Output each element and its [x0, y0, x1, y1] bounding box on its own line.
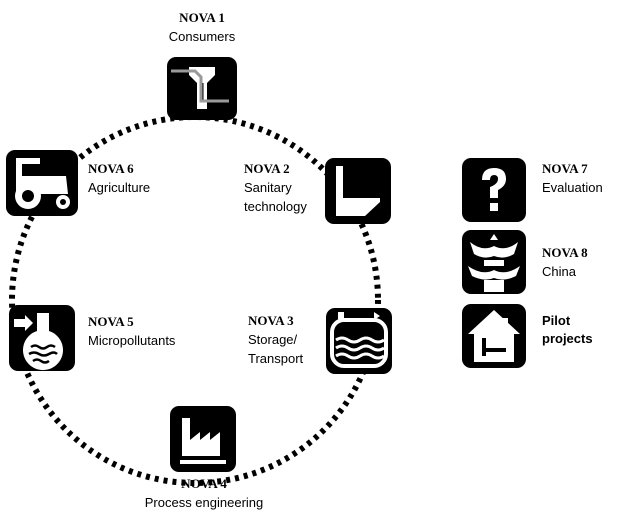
pagoda-icon: [462, 230, 526, 294]
storage-tank-icon: [326, 308, 392, 374]
nova1-title: NOVA 1: [179, 10, 225, 25]
nova7-title: NOVA 7: [542, 161, 588, 176]
question-mark-icon: [462, 158, 526, 222]
nova2-label-line2: technology: [244, 199, 307, 214]
nova4-label: Process engineering: [144, 495, 264, 510]
nova3-label-line2: Transport: [248, 351, 304, 366]
tractor-icon: [6, 150, 78, 216]
nova3-label-line1: Storage/: [248, 332, 298, 347]
nova6-label: Agriculture: [88, 180, 151, 195]
pilot-label-line1: Pilot: [542, 313, 571, 328]
nova5-title: NOVA 5: [88, 314, 134, 329]
nova6-title: NOVA 6: [88, 161, 134, 176]
nova1-label: Consumers: [168, 29, 236, 44]
nova8-title: NOVA 8: [542, 245, 588, 260]
pilot-label-line2: projects: [542, 331, 593, 346]
nova2-title: NOVA 2: [244, 161, 290, 176]
nova4-title: NOVA 4: [181, 476, 227, 491]
factory-icon: [170, 406, 236, 472]
flask-icon: [9, 305, 75, 371]
toilet-icon: [325, 158, 391, 224]
consumer-tap-icon: [167, 57, 237, 120]
nova8-label: China: [542, 264, 576, 279]
nova3-title: NOVA 3: [248, 313, 294, 328]
house-icon: [462, 304, 526, 368]
nova2-label-line1: Sanitary: [244, 180, 292, 195]
nova7-label: Evaluation: [542, 180, 603, 195]
nova5-label: Micropollutants: [88, 333, 176, 348]
